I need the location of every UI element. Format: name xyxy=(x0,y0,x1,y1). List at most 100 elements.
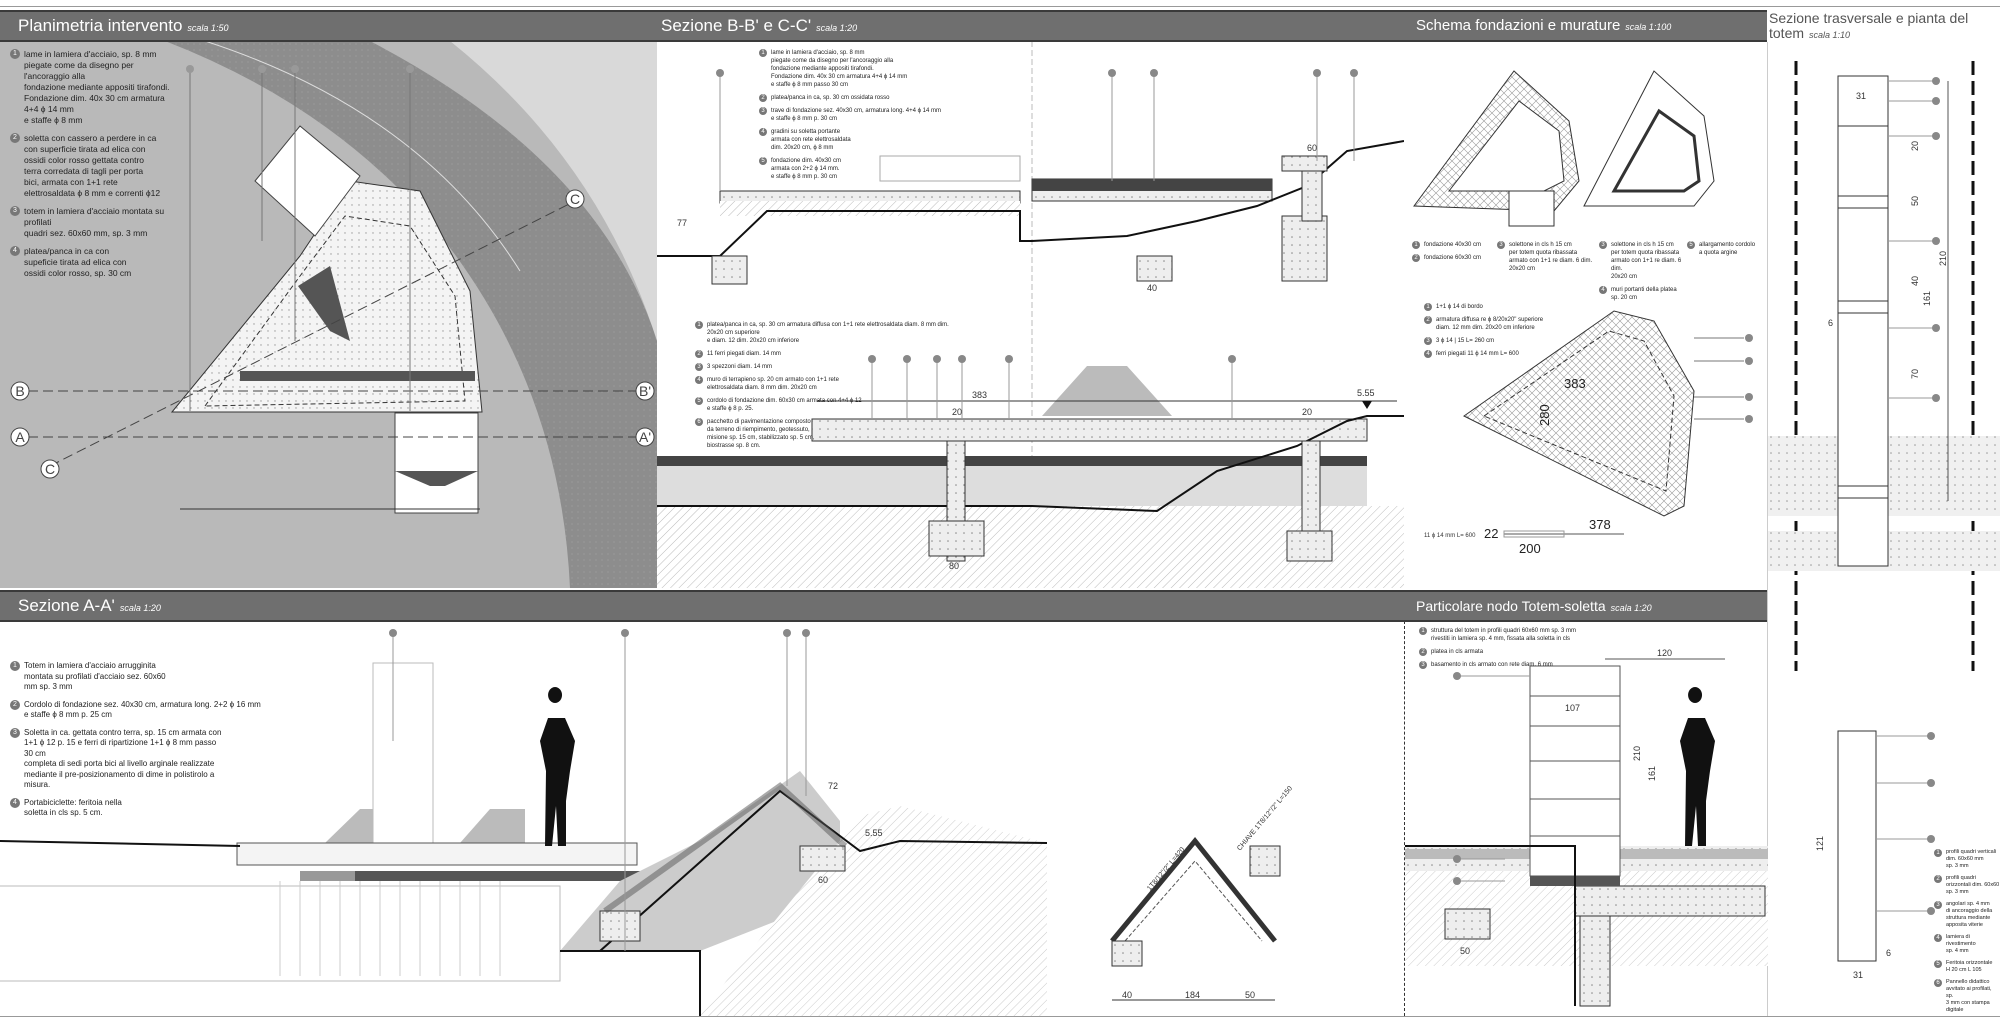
legend-item: 3 solettone in cls h 15 cm per totem quot… xyxy=(1497,241,1595,273)
particolare-scale: scala 1:20 xyxy=(1610,603,1652,613)
callout-number-icon: 3 xyxy=(10,727,20,738)
level-mark: 5.55 xyxy=(1357,388,1375,398)
legend-text: allargamento cordolo a quota argine xyxy=(1699,242,1756,256)
drawing-mark xyxy=(1694,337,1744,420)
legend-item: 1 lame in lamiera d'acciaio, sp. 8 mm pie… xyxy=(10,49,180,126)
drawing-mark xyxy=(1583,70,1715,207)
legend-text: lame in lamiera d'acciaio, sp. 8 mm pieg… xyxy=(771,50,908,88)
drawing-mark xyxy=(1837,485,1889,499)
dim-50: 50 xyxy=(1910,196,1920,206)
callout-number-icon: 3 xyxy=(1424,337,1432,345)
drawing-mark xyxy=(1136,255,1173,282)
drawing-mark xyxy=(1927,835,1935,843)
dim-60: 60 xyxy=(818,875,828,885)
sezione-aa-header: Sezione A-A'scala 1:20 xyxy=(0,590,1404,622)
drawing-mark xyxy=(657,415,1404,513)
legend-text: muri portanti della platea sp. 20 cm xyxy=(1611,287,1677,301)
sheet-top-border xyxy=(0,6,2000,7)
callout-number-icon: 3 xyxy=(759,107,767,115)
legend-text: angolari sp. 4 mm di ancoraggio della st… xyxy=(1946,901,1993,928)
legend-item: 3 3 ϕ 14 | 15 L= 260 cm xyxy=(1424,337,1544,345)
totem-title: Sezione trasversale e pianta del totem xyxy=(1769,10,1969,41)
drawing-mark xyxy=(300,871,355,881)
callout-number-icon: 4 xyxy=(10,797,20,808)
dim-378: 378 xyxy=(1589,517,1611,532)
drawing-mark xyxy=(298,266,350,341)
callout-number-icon: 2 xyxy=(695,350,703,358)
drawing-mark xyxy=(1482,330,1675,492)
callout-number-icon: 4 xyxy=(759,128,767,136)
drawing-mark xyxy=(1837,75,1889,499)
slab-reinforcement xyxy=(1463,310,1695,517)
section-aa-drawing: 72 60 5.55 40 184 50 CHIAVE 1T8/12"/2" L… xyxy=(0,629,1294,1016)
section-mark-b-prime xyxy=(635,381,655,401)
callout-number-icon: 4 xyxy=(10,246,20,256)
callout-number-icon: 5 xyxy=(1934,960,1942,968)
legend-text: 1+1 ϕ 14 di bordo xyxy=(1436,304,1483,310)
mark-b-prime: B' xyxy=(639,383,651,399)
drawing-mark xyxy=(186,65,194,73)
drawing-mark xyxy=(621,629,629,637)
callout-number-icon: 1 xyxy=(10,49,20,59)
mark-a-prime: A' xyxy=(639,429,651,445)
particolare-title: Particolare nodo Totem-soletta xyxy=(1416,598,1606,614)
schema-header: Schema fondazioni e murature scala 1:100 xyxy=(1404,10,1767,42)
drawing-mark xyxy=(1837,300,1889,314)
drawing-mark xyxy=(460,809,525,843)
callout-number-icon: 3 xyxy=(1497,241,1505,249)
legend-text: solettone in cls h 15 cm per totem quota… xyxy=(1509,242,1593,272)
drawing-mark xyxy=(700,806,1047,1016)
legend-text: 3 ϕ 14 | 15 L= 260 cm xyxy=(1436,338,1495,344)
section-mark-c-top xyxy=(565,189,585,209)
section-mark-b xyxy=(10,381,30,401)
rebar-tag-1: CHIAVE 1T8/12"/2" L=150 xyxy=(1236,785,1294,852)
drawing-mark xyxy=(657,466,1367,506)
rebar-tag-2: 1T8/12"/2" L=420 xyxy=(1146,846,1186,892)
dim-161: 161 xyxy=(1922,291,1932,306)
drawing-mark xyxy=(1932,394,1940,402)
schema-scale: scala 1:100 xyxy=(1625,22,1672,32)
schema-title: Schema fondazioni e murature xyxy=(1416,17,1621,34)
legend-text: totem in lamiera d'acciaio montata su pr… xyxy=(24,206,165,238)
legend-text: Feritoia orizzontale H 20 cm L 105 xyxy=(1946,960,1993,973)
schema-legend-a2: 3 solettone in cls h 15 cm per totem quot… xyxy=(1497,241,1595,278)
legend-text: lamiera di rivestimento sp. 4 mm xyxy=(1946,934,1976,954)
legend-text: lame in lamiera d'acciaio, sp. 8 mm pieg… xyxy=(24,49,170,125)
dim-40: 40 xyxy=(1147,283,1157,293)
drawing-mark xyxy=(1005,355,1013,363)
drawing-mark xyxy=(258,65,266,73)
drawing-mark xyxy=(1745,334,1753,342)
drawing-mark xyxy=(392,633,807,951)
drawing-mark xyxy=(279,881,501,976)
section-mark-a-prime xyxy=(635,427,655,447)
totem-section xyxy=(1529,665,1621,877)
drawing-mark xyxy=(1745,393,1753,401)
callout-number-icon: 1 xyxy=(695,321,703,329)
section-mark-c xyxy=(40,459,60,479)
drawing-mark xyxy=(657,506,1404,588)
dim-72: 72 xyxy=(828,781,838,791)
drawing-mark xyxy=(1503,530,1565,538)
sezione-aa-title: Sezione A-A' xyxy=(18,596,115,615)
sheet-bottom-border xyxy=(0,1016,2000,1017)
sezione-bb-header: Sezione B-B' e C-C'scala 1:20 xyxy=(657,10,1404,42)
embankment-band xyxy=(165,41,657,588)
drawing-mark xyxy=(1932,97,1940,105)
drawing-mark xyxy=(1350,69,1358,77)
legend-text: fondazione 40x30 cm xyxy=(1424,242,1482,248)
sezione-bb-scale: scala 1:20 xyxy=(816,23,858,33)
drawing-mark xyxy=(355,871,685,881)
